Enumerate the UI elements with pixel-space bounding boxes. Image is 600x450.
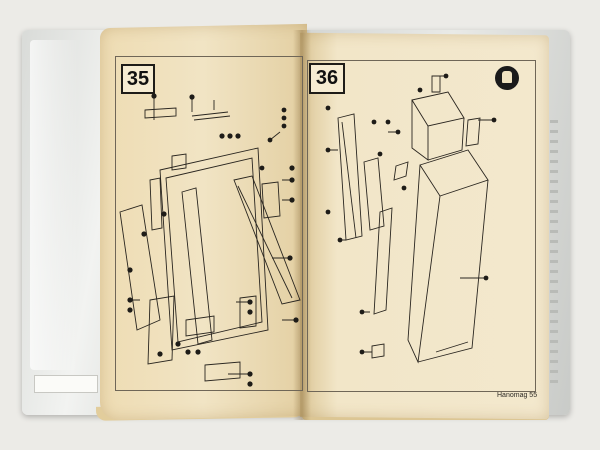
- sleeve-highlight: [30, 40, 78, 370]
- left-page-frame: [115, 56, 303, 391]
- manufacturer-logo-icon: [495, 66, 519, 90]
- right-page-frame: [307, 60, 536, 392]
- right-page-number: 36: [309, 63, 345, 94]
- binder-ring-holes: [550, 120, 558, 390]
- left-page-number: 35: [121, 64, 155, 94]
- right-page-footer: Hanomag 55: [497, 392, 538, 399]
- sleeve-label-slot: [34, 375, 98, 393]
